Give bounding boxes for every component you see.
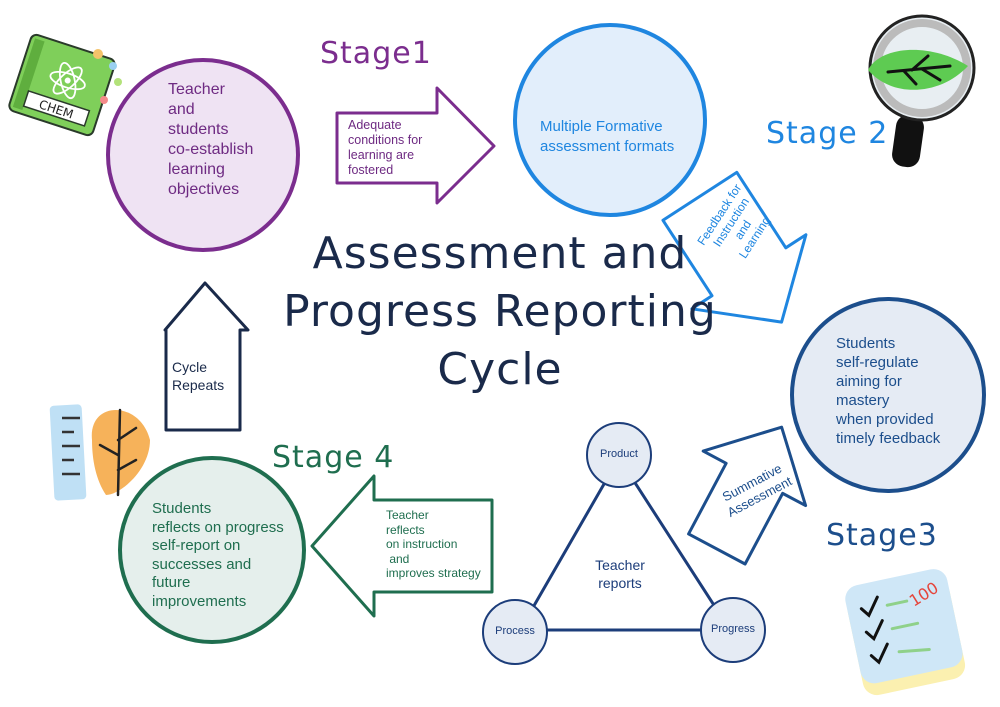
- title-line-2: Progress Reporting: [283, 286, 717, 337]
- progress-circle: [700, 597, 766, 663]
- stage1-circle: [106, 58, 300, 252]
- multiple-formative-node: Multiple Formative assessment formats: [540, 118, 675, 155]
- self-regulate-node: Students self-regulate aiming for master…: [836, 335, 941, 447]
- reflects-progress-node: Students reflects on progress self-repor…: [152, 500, 284, 610]
- product-label: Product: [600, 448, 638, 460]
- title-line-3: Cycle: [437, 344, 563, 395]
- process-circle: [482, 599, 548, 665]
- stage4-label: Stage 4: [272, 440, 395, 475]
- chemistry-book-icon: CHEM: [8, 33, 116, 137]
- teacher-reflects-arrow-text: Teacher reflects on instruction and impr…: [386, 508, 481, 580]
- diagram-title: Assessment and Progress Reporting Cycle: [280, 228, 720, 402]
- teacher-reflects-arrow: [310, 474, 494, 618]
- stage2-circle: [513, 23, 707, 217]
- product-circle: [586, 422, 652, 488]
- teacher-students-node: Teacher and students co-establish learni…: [168, 81, 254, 198]
- cycle-repeats-arrow: [163, 281, 250, 432]
- magnifier-leaf-icon: [868, 14, 976, 168]
- title-line-1: Assessment and: [312, 228, 688, 279]
- stage3-label: Stage3: [826, 518, 938, 553]
- reports-triangle: [517, 455, 733, 632]
- cycle-repeats-text: Cycle Repeats: [172, 359, 225, 393]
- stage3-circle: [790, 297, 986, 493]
- adequate-arrow-text: Adequate conditions for learning are fos…: [348, 118, 423, 177]
- adequate-arrow: [335, 86, 496, 205]
- stage4-circle: [118, 456, 306, 644]
- teacher-reports-text: Teacher reports: [595, 557, 645, 591]
- ruler-leaf-icon: [49, 404, 150, 501]
- checklist-icon: 100: [845, 569, 966, 696]
- stage2-label: Stage 2: [766, 116, 889, 151]
- stage1-label: Stage1: [320, 36, 432, 71]
- feedback-arrow: [661, 170, 808, 324]
- summative-arrow: [687, 425, 808, 566]
- progress-label: Progress: [710, 623, 756, 635]
- process-label: Process: [495, 625, 535, 637]
